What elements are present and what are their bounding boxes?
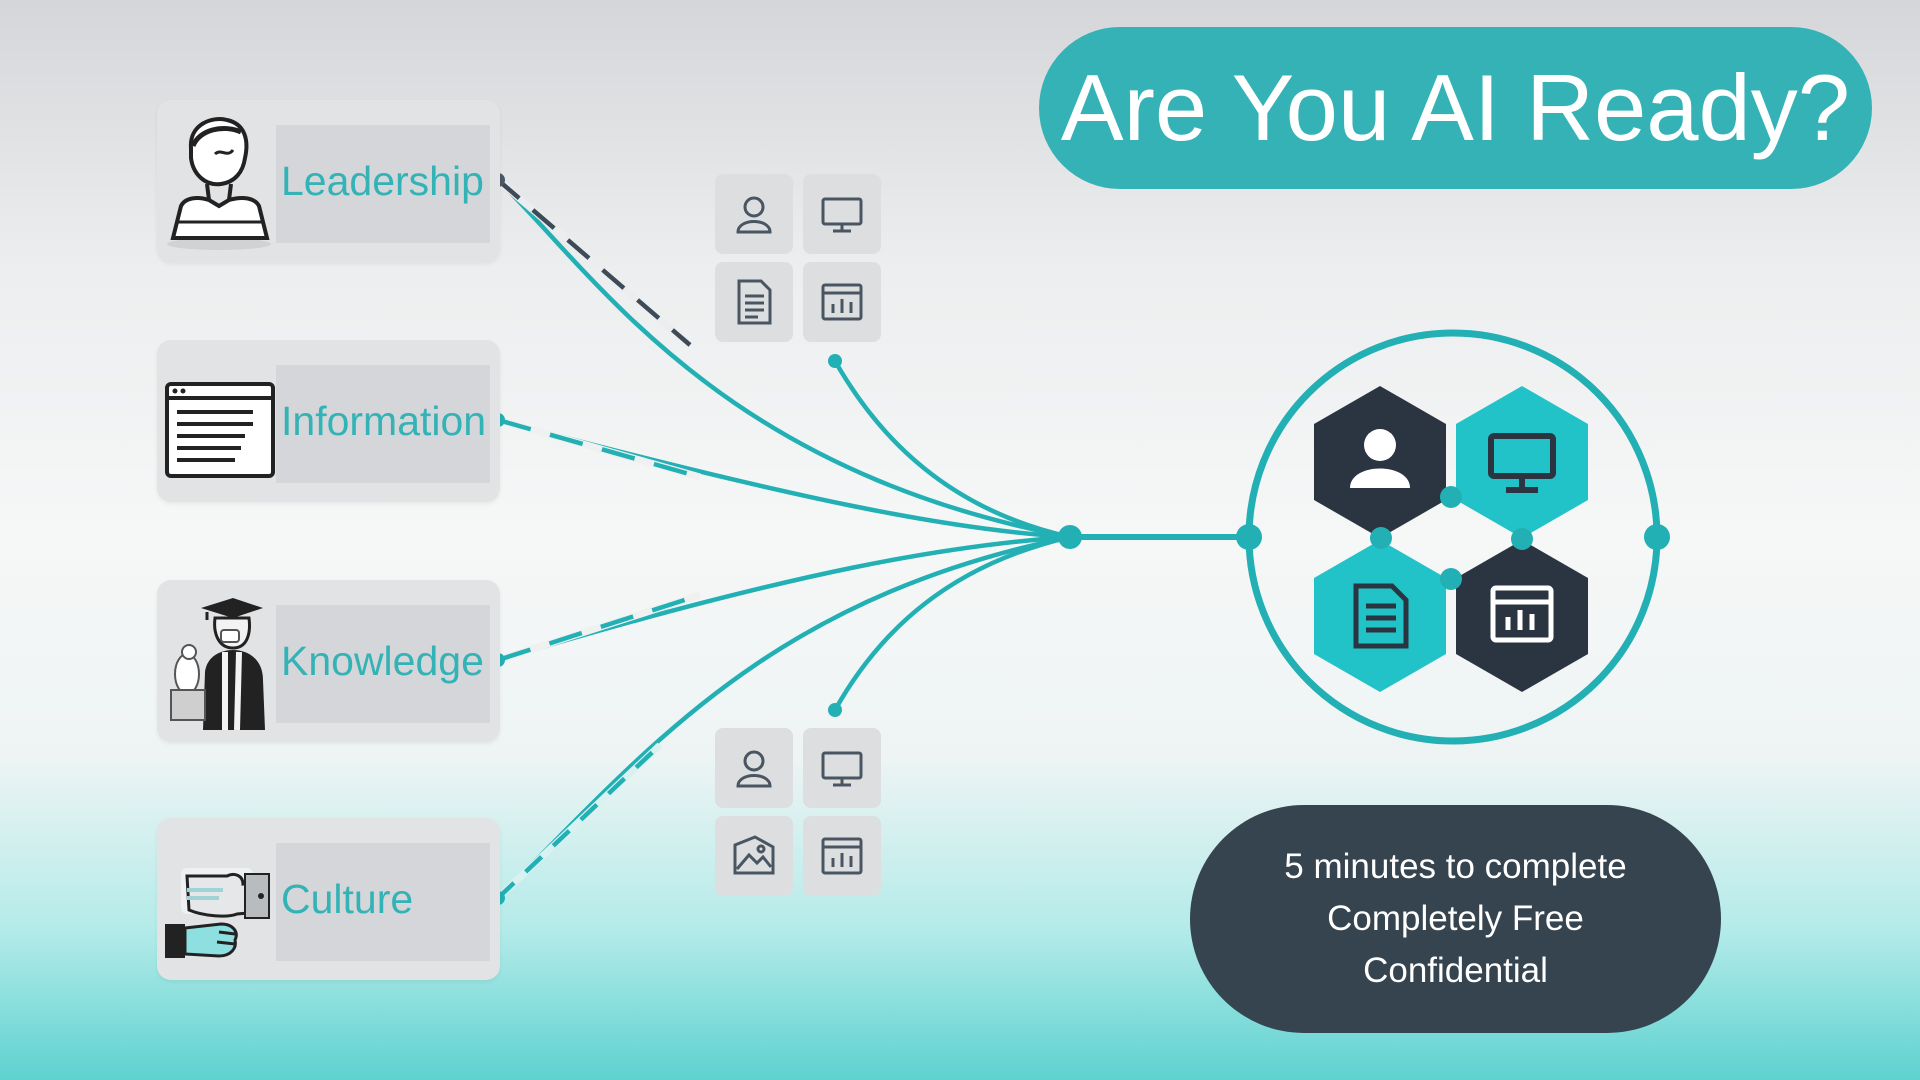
connector-information: [497, 417, 1071, 540]
benefit-duration: 5 minutes to complete: [1284, 847, 1627, 886]
monitor-icon: [1488, 433, 1556, 493]
handshake-icon: [165, 868, 270, 958]
category-card-knowledge[interactable]: Knowledge: [157, 580, 500, 742]
category-label-information: Information: [281, 397, 487, 444]
tile-bottom-image-edit[interactable]: [715, 816, 793, 896]
connector-lines: [495, 177, 1247, 901]
hex-user: [1314, 386, 1446, 538]
category-label-leadership: Leadership: [281, 157, 484, 204]
title-banner: Are You AI Ready?: [1039, 27, 1872, 189]
tile-bottom-monitor[interactable]: [803, 728, 881, 808]
browser-window-icon: [165, 382, 275, 478]
hex-monitor: [1456, 386, 1588, 538]
document-icon: [737, 279, 772, 325]
document-icon: [1353, 583, 1409, 649]
bar-chart-icon: [821, 283, 863, 321]
tile-top-user[interactable]: [715, 174, 793, 254]
tile-bottom-bar-chart[interactable]: [803, 816, 881, 896]
tile-top-bar-chart[interactable]: [803, 262, 881, 342]
connector-information-dashed: [497, 417, 701, 480]
connector-knowledge: [497, 534, 1071, 663]
page-title: Are You AI Ready?: [1060, 55, 1851, 160]
image-edit-icon: [733, 835, 775, 875]
category-card-information[interactable]: Information: [157, 340, 500, 502]
benefit-confidential: Confidential: [1363, 951, 1548, 990]
category-label-culture: Culture: [281, 875, 414, 922]
hub-ring: [1245, 329, 1661, 745]
connector-knowledge-dashed: [497, 592, 701, 663]
category-label-knowledge: Knowledge: [281, 637, 484, 684]
connector-bottom-tiles: [833, 534, 1071, 712]
connector-leadership-dashed: [496, 178, 692, 347]
user-icon: [736, 750, 772, 788]
bar-chart-icon: [1490, 585, 1554, 643]
tile-top-monitor[interactable]: [803, 174, 881, 254]
category-card-leadership[interactable]: Leadership: [157, 100, 500, 262]
monitor-icon: [821, 751, 863, 787]
graduate-scholar-icon: [170, 598, 265, 731]
connector-top-tiles: [833, 359, 1071, 540]
user-icon: [736, 196, 772, 234]
benefits-badge: 5 minutes to complete Completely Free Co…: [1190, 805, 1721, 1033]
bar-chart-icon: [821, 837, 863, 875]
category-card-culture[interactable]: Culture: [157, 818, 500, 980]
benefit-price: Completely Free: [1327, 899, 1584, 938]
monitor-icon: [821, 197, 863, 233]
tile-top-document[interactable]: [715, 262, 793, 342]
leader-portrait-icon: [167, 117, 271, 250]
connector-leadership: [496, 178, 1071, 540]
tile-bottom-user[interactable]: [715, 728, 793, 808]
hub: [1236, 329, 1670, 745]
user-icon: [1350, 429, 1410, 488]
